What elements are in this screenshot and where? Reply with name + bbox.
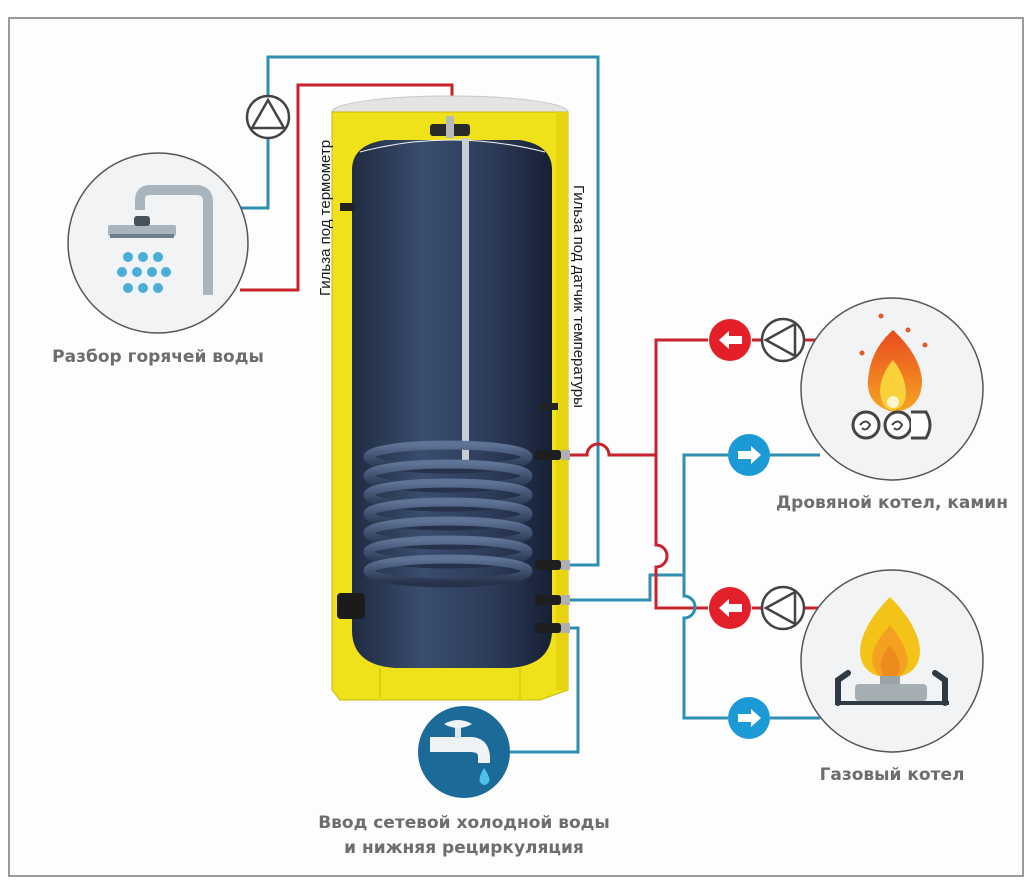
anode-rod bbox=[462, 138, 469, 468]
gas-burner-icon bbox=[800, 569, 984, 753]
arrow-right-icon bbox=[728, 434, 770, 476]
arrow-left-icon bbox=[709, 587, 751, 629]
cold-inlet-label-line1: Ввод сетевой холодной воды bbox=[318, 813, 610, 833]
cold-inlet-pipe bbox=[510, 626, 580, 754]
thermometer-sleeve-label: Гильза под термометр bbox=[317, 140, 334, 296]
sensor-sleeve-label: Гильза под датчик температуры bbox=[570, 185, 587, 408]
gas-boiler-return-pipe bbox=[682, 575, 820, 720]
wood-boiler-label: Дровяной котел, камин bbox=[776, 493, 1008, 513]
water-tap-icon bbox=[418, 706, 510, 798]
tank-connectors bbox=[337, 203, 570, 633]
gas-boiler-supply-pipe bbox=[654, 455, 820, 610]
firewood-icon bbox=[800, 297, 984, 481]
cold-inlet-label-line2: и нижняя рециркуляция bbox=[344, 838, 584, 858]
pump-icon bbox=[760, 317, 806, 363]
hot-water-draw-label: Разбор горячей воды bbox=[52, 347, 264, 367]
water-heater-tank bbox=[331, 95, 570, 701]
heat-exchanger-coil bbox=[363, 440, 533, 588]
gas-boiler-label: Газовый котел bbox=[820, 765, 965, 785]
arrow-left-icon bbox=[709, 319, 751, 361]
pump-icon bbox=[245, 94, 291, 140]
pump-icon bbox=[760, 585, 806, 631]
hot-water-supply-pipe bbox=[240, 83, 454, 292]
shower-icon bbox=[67, 152, 249, 334]
wood-boiler-return-pipe bbox=[570, 453, 820, 602]
recirculation-pipe bbox=[240, 55, 600, 567]
arrow-right-icon bbox=[728, 697, 770, 739]
